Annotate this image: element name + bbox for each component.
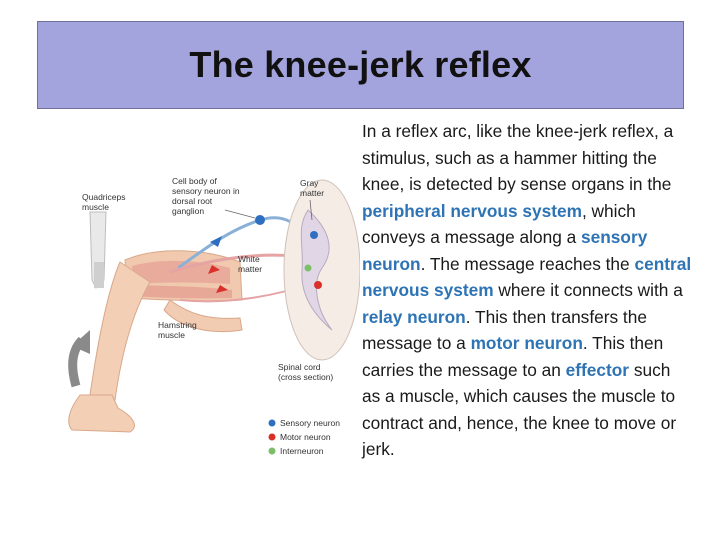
label-spinal-cord: Spinal cord (cross section) (278, 362, 333, 382)
svg-text:Interneuron: Interneuron (280, 446, 324, 456)
svg-text:dorsal root: dorsal root (172, 196, 213, 206)
reflex-hammer (90, 212, 106, 288)
explanation-text: In a reflex arc, like the knee-jerk refl… (362, 118, 692, 463)
legend-item-sensory: Sensory neuron (269, 418, 341, 428)
svg-text:muscle: muscle (82, 202, 109, 212)
legend: Sensory neuron Motor neuron Interneuron (269, 418, 341, 456)
knee-jerk-reflex-diagram: Quadriceps muscle Cell body of sensory n… (60, 150, 360, 470)
legend-item-interneuron: Interneuron (269, 446, 324, 456)
svg-text:Spinal cord: Spinal cord (278, 362, 321, 372)
svg-text:Quadriceps: Quadriceps (82, 192, 125, 202)
svg-text:Gray: Gray (300, 178, 319, 188)
term-motor-neuron: motor neuron (471, 333, 583, 353)
text-part: In a reflex arc, like the knee-jerk refl… (362, 121, 673, 194)
svg-text:Hamstring: Hamstring (158, 320, 197, 330)
text-part: where it connects with a (494, 280, 683, 300)
svg-text:Motor neuron: Motor neuron (280, 432, 331, 442)
label-cell-body: Cell body of sensory neuron in dorsal ro… (172, 176, 240, 216)
reflex-illustration: Quadriceps muscle Cell body of sensory n… (60, 150, 360, 470)
svg-text:Cell body of: Cell body of (172, 176, 218, 186)
term-peripheral-nervous-system: peripheral nervous system (362, 201, 582, 221)
svg-text:matter: matter (238, 264, 262, 274)
svg-text:Sensory neuron: Sensory neuron (280, 418, 340, 428)
svg-text:White: White (238, 254, 260, 264)
dorsal-root-ganglion (255, 215, 265, 225)
title-banner: The knee-jerk reflex (37, 21, 684, 109)
legend-item-motor: Motor neuron (269, 432, 331, 442)
spinal-cord (284, 180, 360, 360)
svg-text:muscle: muscle (158, 330, 185, 340)
text-part: . The message reaches the (421, 254, 635, 274)
page-title: The knee-jerk reflex (189, 44, 531, 86)
label-quadriceps: Quadriceps muscle (82, 192, 125, 212)
term-relay-neuron: relay neuron (362, 307, 466, 327)
svg-text:sensory neuron in: sensory neuron in (172, 186, 240, 196)
svg-text:matter: matter (300, 188, 324, 198)
svg-text:ganglion: ganglion (172, 206, 204, 216)
label-white-matter: White matter (238, 254, 262, 274)
label-hamstring: Hamstring muscle (158, 320, 197, 340)
term-effector: effector (566, 360, 629, 380)
svg-text:(cross section): (cross section) (278, 372, 333, 382)
